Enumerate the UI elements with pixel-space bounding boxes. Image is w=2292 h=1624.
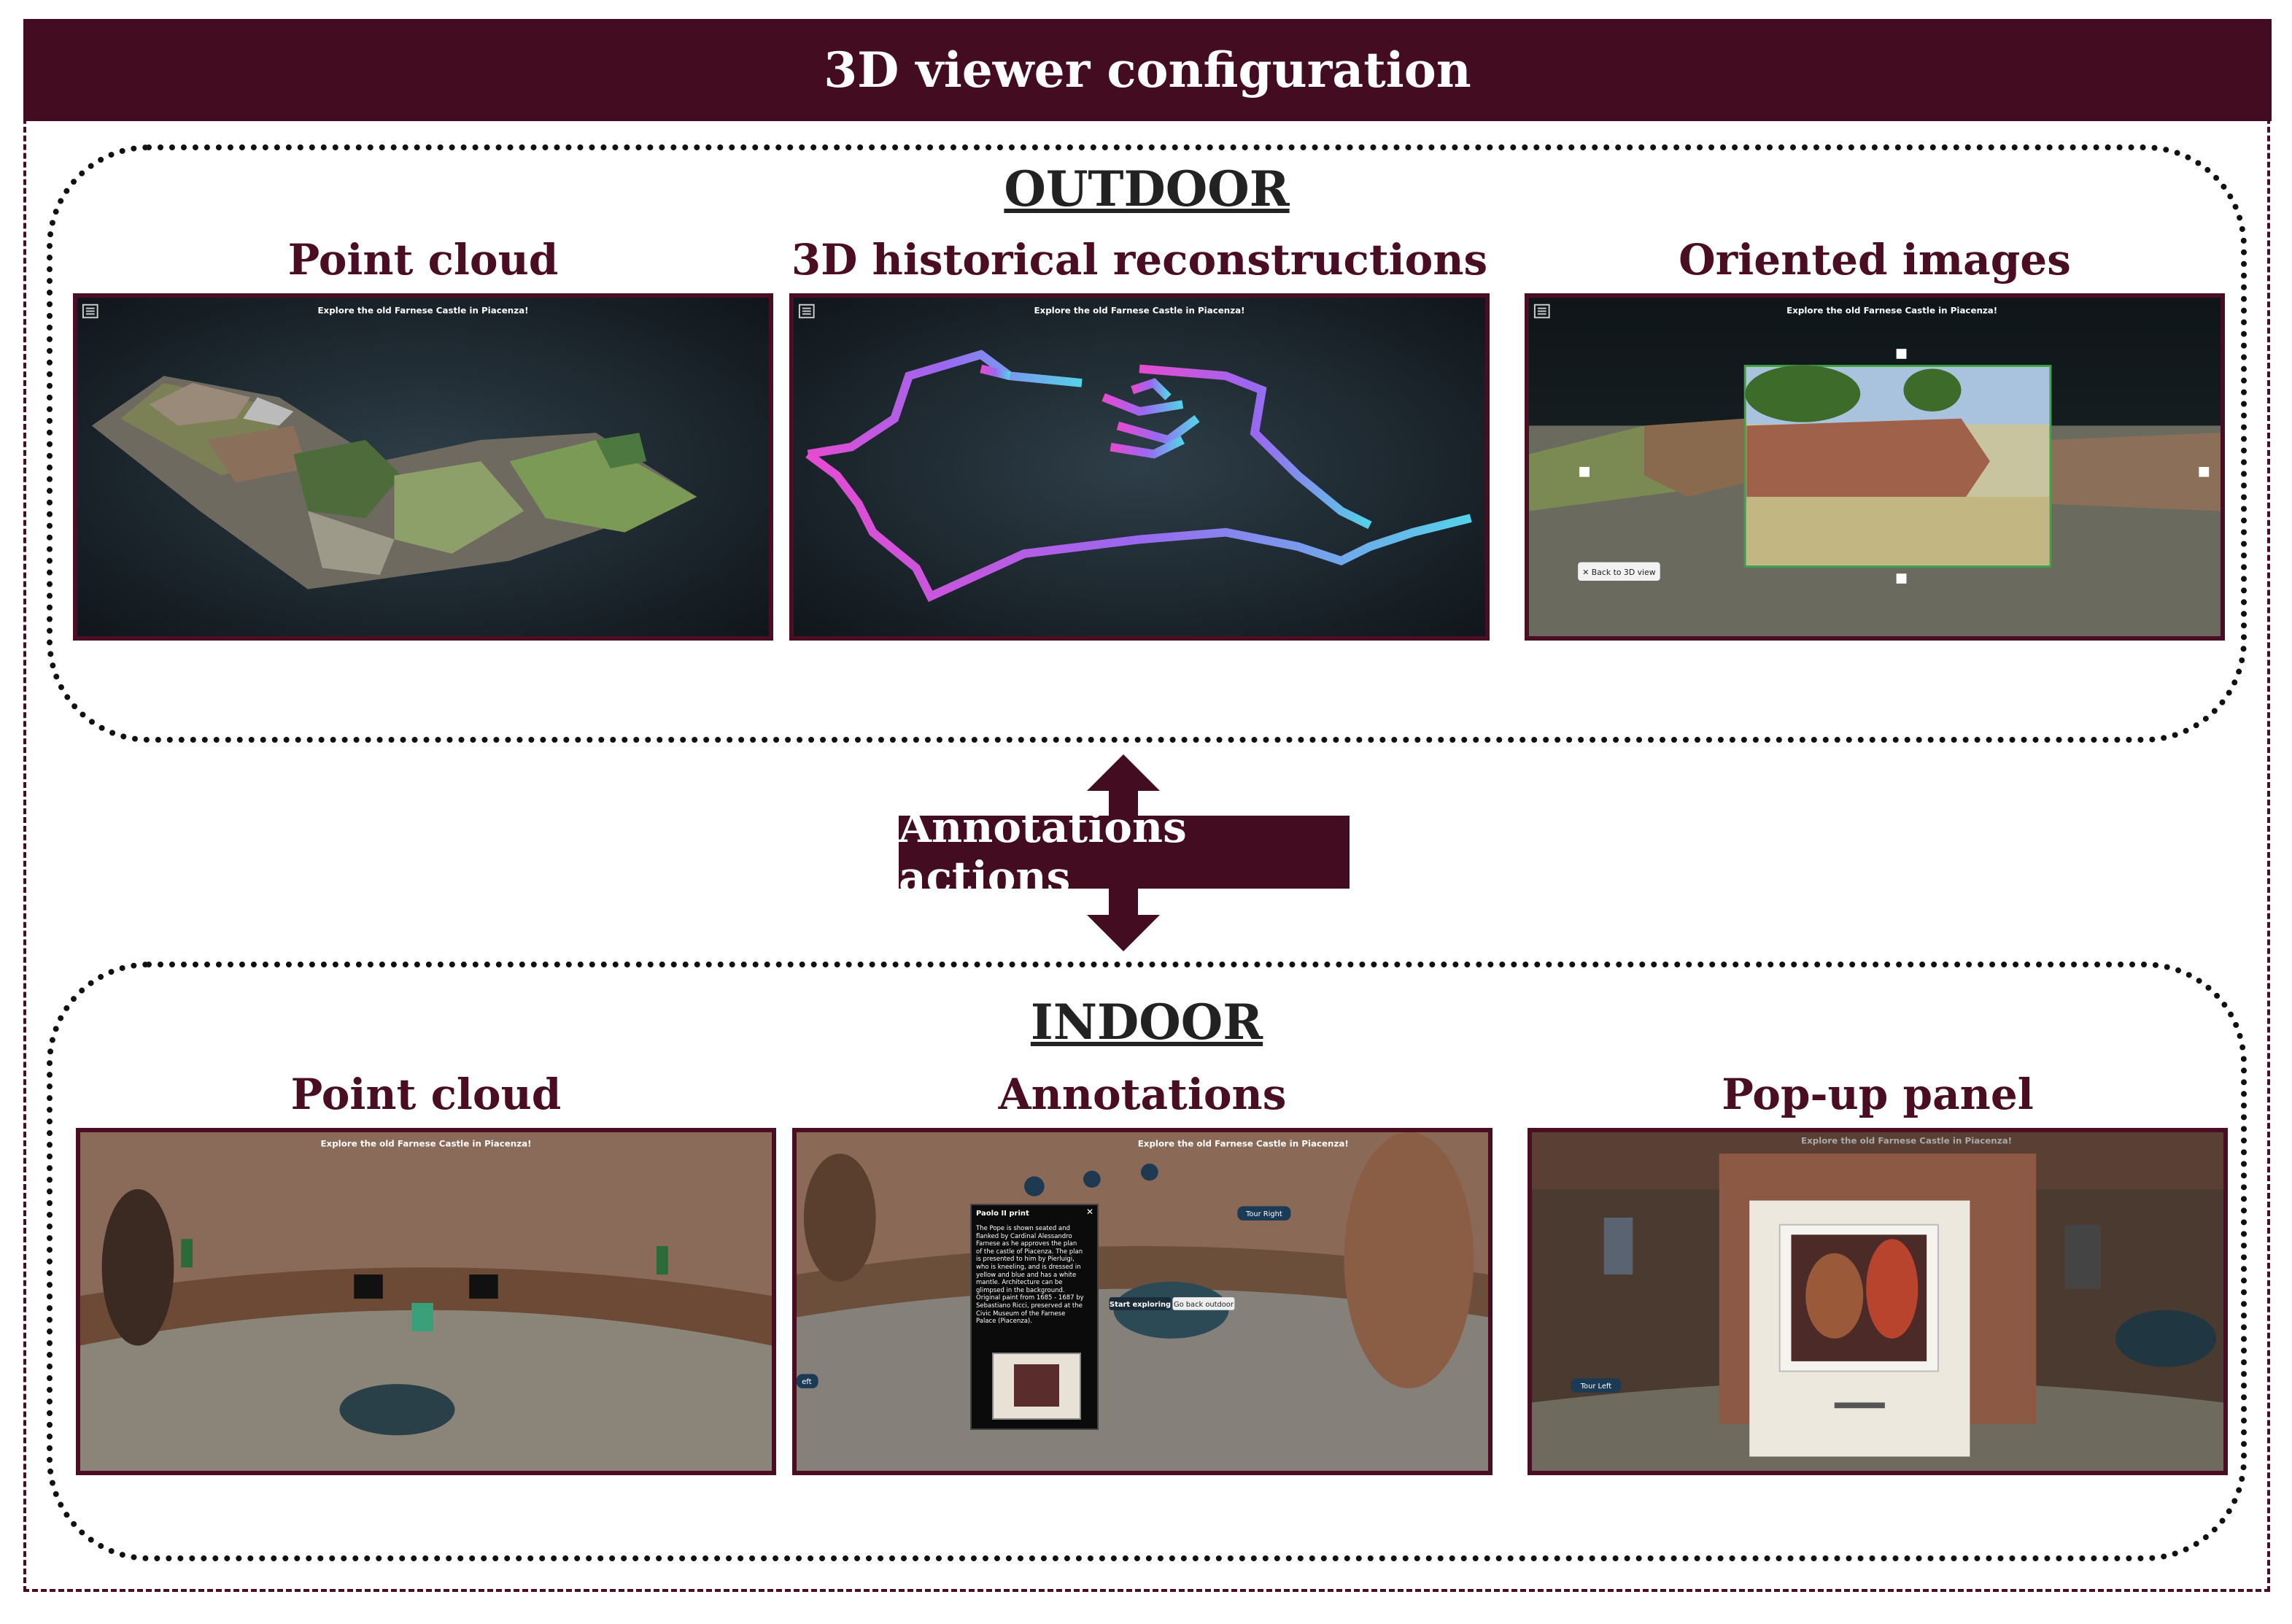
- outdoor-reconstructions-label: 3D historical reconstructions: [791, 235, 1488, 285]
- outdoor-oriented-images-label: Oriented images: [1679, 235, 2071, 285]
- indoor-popup-panel-label: Pop-up panel: [1722, 1070, 2034, 1119]
- indoor-point-cloud-label: Point cloud: [290, 1070, 562, 1119]
- outdoor-point-cloud-view[interactable]: Explore the old Farnese Castle in Piacen…: [73, 293, 773, 641]
- popup-description: The Pope is shown seated and flanked by …: [976, 1225, 1084, 1326]
- indoor-title: INDOOR: [1030, 994, 1263, 1051]
- start-exploring-control[interactable]: Start exploring: [1109, 1297, 1172, 1310]
- popup-title: Paolo II print: [976, 1210, 1029, 1218]
- annotation-hotspot[interactable]: [1024, 1176, 1045, 1196]
- svg-text:Start exploring: Start exploring: [1110, 1301, 1171, 1309]
- annotations-actions-box: Annotations actions: [899, 803, 1350, 902]
- floor-marker: [1113, 1281, 1229, 1339]
- outdoor-title: OUTDOOR: [1004, 161, 1290, 217]
- svg-text:Go back outdoor: Go back outdoor: [1174, 1301, 1234, 1309]
- outdoor-point-cloud-label: Point cloud: [287, 235, 559, 285]
- outdoor-oriented-images-view[interactable]: Explore the old Farnese Castle in Piacen…: [1525, 293, 2225, 641]
- viewer-caption: Explore the old Farnese Castle in Piacen…: [1786, 306, 1997, 316]
- header-title: 3D viewer configuration: [824, 42, 1471, 98]
- header-banner: 3D viewer configuration: [23, 19, 2272, 121]
- indoor-popup-panel-view[interactable]: Explore the old Farnese Castle in Piacen…: [1528, 1128, 2228, 1475]
- viewer-caption: Explore the old Farnese Castle in Piacen…: [317, 306, 528, 316]
- go-back-outdoor-button[interactable]: Go back outdoor: [1172, 1297, 1235, 1310]
- indoor-point-cloud-view[interactable]: Explore the old Farnese Castle in Piacen…: [76, 1128, 776, 1475]
- indoor-annotations-label: Annotations: [998, 1070, 1287, 1119]
- reconstruction-walls: [805, 349, 1472, 603]
- tour-left-button[interactable]: Tour Left: [1571, 1378, 1622, 1393]
- svg-text:Tour Right: Tour Right: [1245, 1210, 1282, 1218]
- popup-artwork-image: [992, 1353, 1081, 1420]
- menu-icon[interactable]: [82, 303, 98, 319]
- image-marker[interactable]: [1896, 349, 1907, 359]
- castle-point-cloud: [91, 376, 697, 589]
- annotation-hotspot[interactable]: [1083, 1170, 1101, 1188]
- svg-text:✕ Back to 3D view: ✕ Back to 3D view: [1582, 568, 1656, 577]
- viewer-caption: Explore the old Farnese Castle in Piacen…: [1138, 1139, 1349, 1149]
- viewer-caption: Explore the old Farnese Castle in Piacen…: [1034, 306, 1244, 316]
- indoor-annotations-view[interactable]: Explore the old Farnese Castle in Piacen…: [792, 1128, 1492, 1475]
- popup-artwork-panel[interactable]: [1749, 1200, 1970, 1457]
- tour-right-button[interactable]: Tour Right: [1237, 1206, 1291, 1221]
- viewer-caption: Explore the old Farnese Castle in Piacen…: [1801, 1136, 2012, 1146]
- annotation-popup[interactable]: ✕ Paolo II print The Pope is shown seate…: [970, 1204, 1099, 1430]
- tour-left-button[interactable]: eft: [797, 1374, 818, 1388]
- viewer-caption: Explore the old Farnese Castle in Piacen…: [320, 1139, 531, 1149]
- outdoor-reconstruction-view[interactable]: Explore the old Farnese Castle in Piacen…: [789, 293, 1490, 641]
- svg-text:Tour Left: Tour Left: [1580, 1383, 1612, 1391]
- menu-icon[interactable]: [798, 303, 815, 319]
- svg-text:eft: eft: [802, 1378, 811, 1386]
- back-to-3d-button[interactable]: ✕ Back to 3D view: [1578, 562, 1660, 581]
- menu-icon[interactable]: [1533, 303, 1550, 319]
- outdoor-section: OUTDOOR: [47, 144, 2247, 743]
- image-marker[interactable]: [1896, 573, 1907, 584]
- annotations-actions-label: Annotations actions: [899, 803, 1187, 902]
- annotation-hotspot[interactable]: [1141, 1163, 1158, 1181]
- image-marker[interactable]: [2199, 467, 2210, 477]
- image-marker[interactable]: [1579, 467, 1590, 477]
- oriented-photo[interactable]: [1743, 365, 2052, 568]
- indoor-section: INDOOR: [47, 962, 2247, 1561]
- popup-close-icon[interactable]: ✕: [1085, 1207, 1093, 1217]
